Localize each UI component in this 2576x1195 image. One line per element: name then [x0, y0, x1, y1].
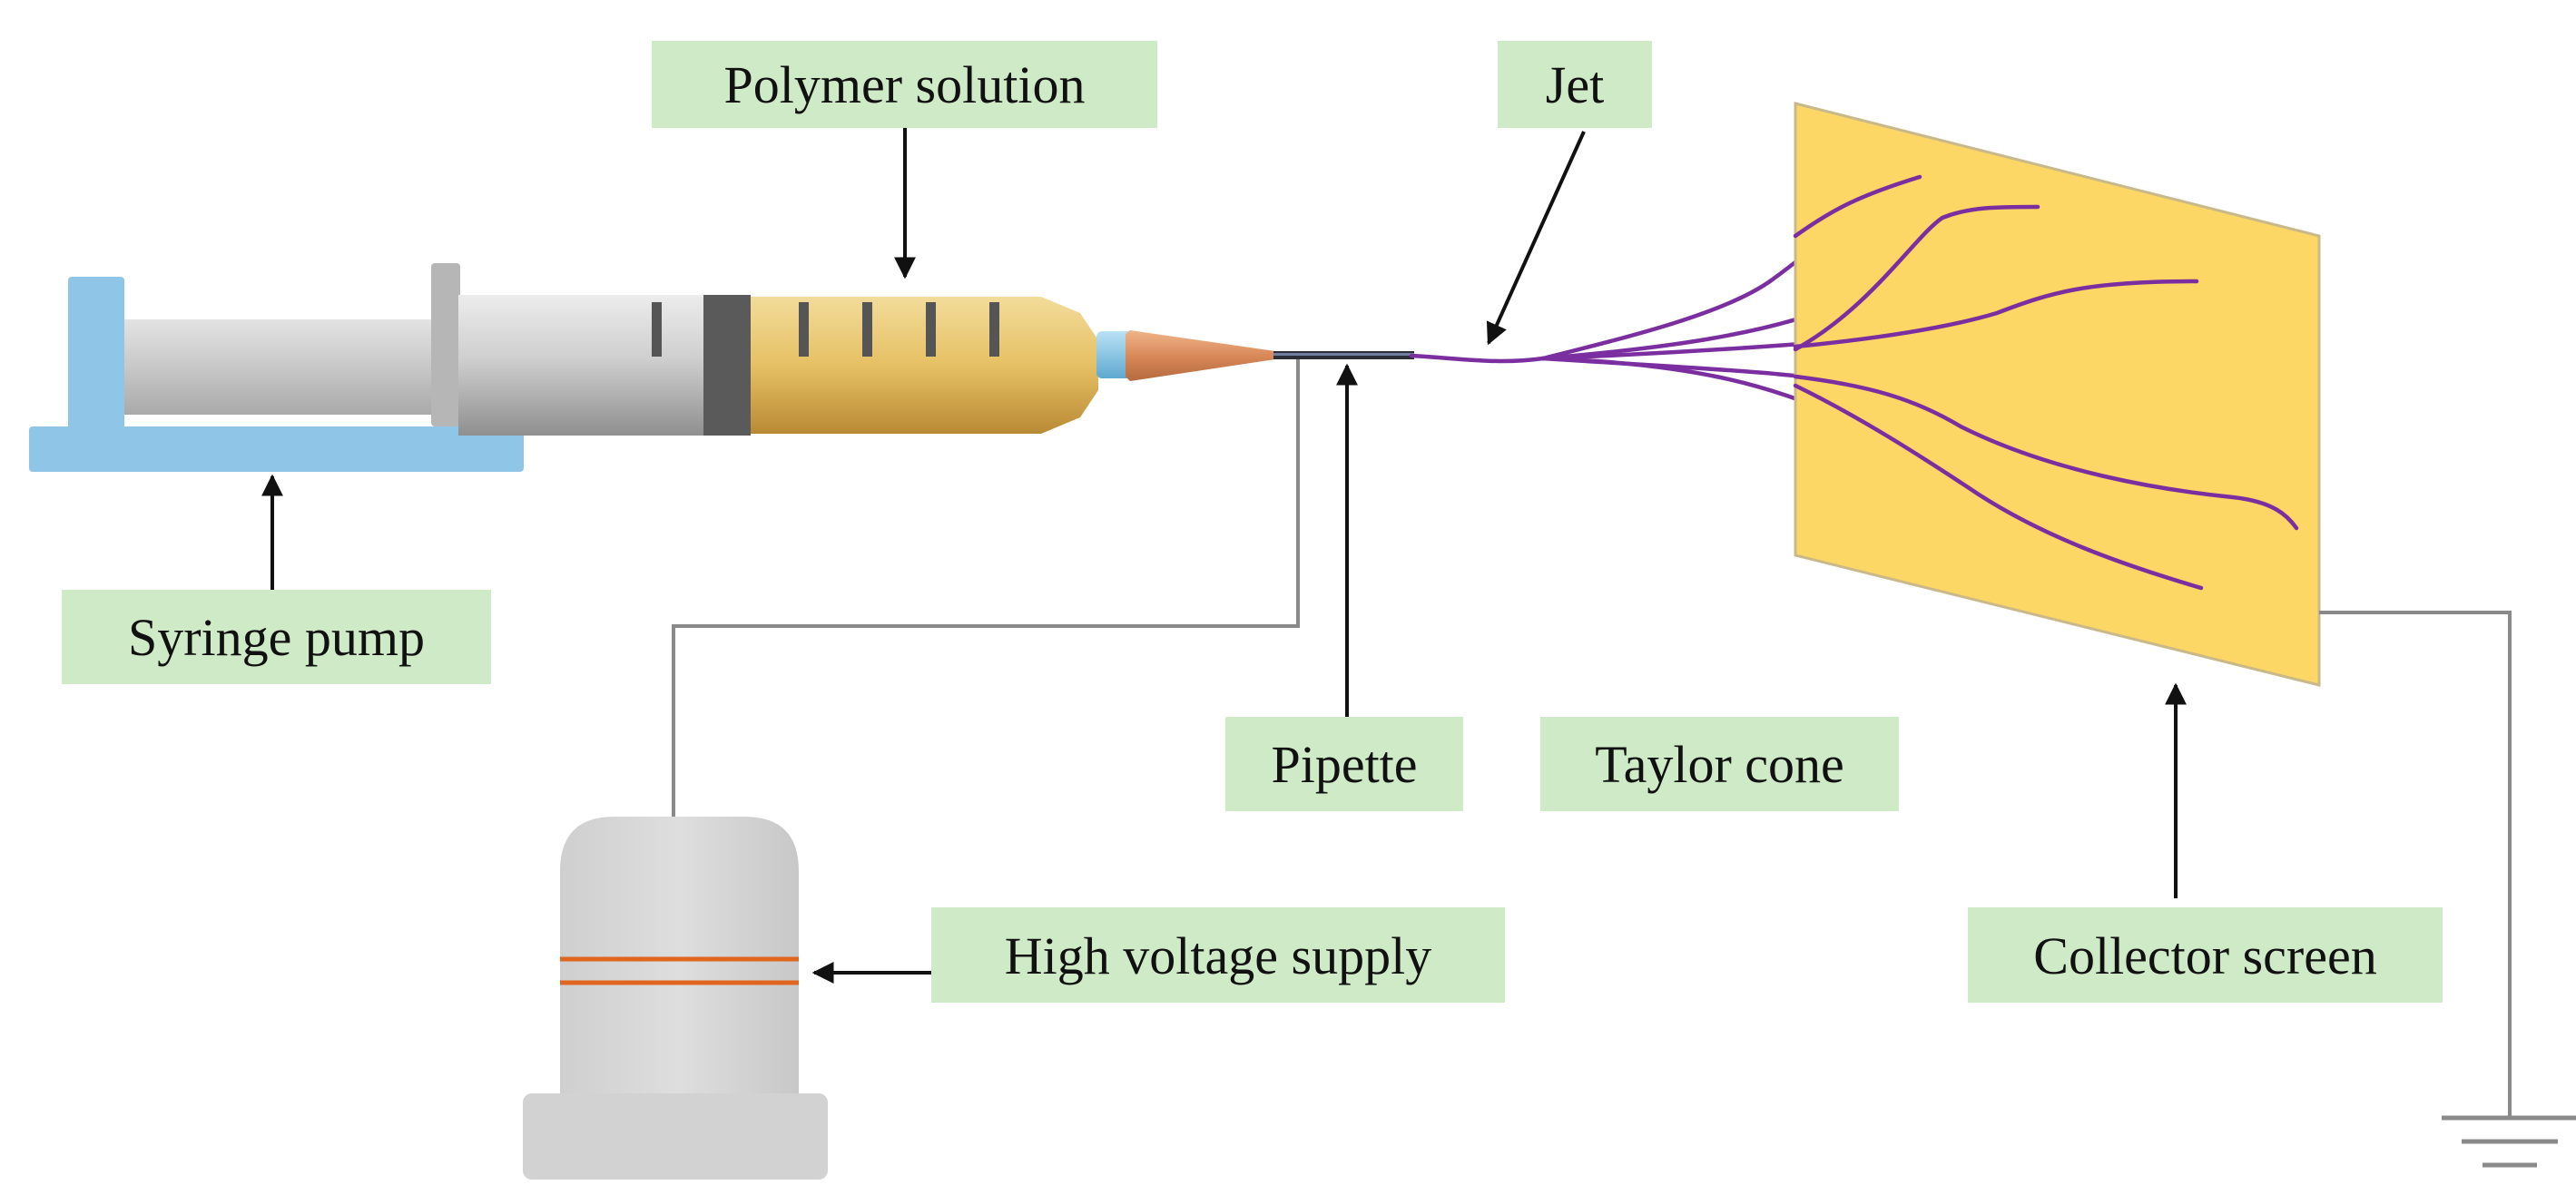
- syringe-icon: [124, 263, 1414, 436]
- syringe-barrel: [458, 295, 731, 436]
- fiber-4-on-screen: [1793, 374, 2299, 531]
- collector-screen-icon: [1794, 102, 2321, 687]
- label-collector-screen: Collector screen: [1968, 907, 2443, 1003]
- jet-arrow: [1486, 131, 1586, 346]
- high-voltage-supply-text: High voltage supply: [1005, 926, 1431, 985]
- supply-body: [560, 817, 799, 1171]
- jet-text: Jet: [1546, 55, 1604, 114]
- label-pipette: Pipette: [1225, 717, 1463, 811]
- label-taylor-cone: Taylor cone: [1540, 717, 1899, 811]
- fiber-3-on-screen: [1793, 279, 2199, 349]
- pump-left-post: [68, 277, 124, 458]
- plunger-rod: [124, 319, 469, 415]
- graduation-mark: [989, 302, 999, 357]
- jet-fiber: [1409, 353, 1546, 364]
- fiber-on-screen: [1793, 174, 2299, 591]
- pipette-needle-highlight: [1273, 353, 1414, 356]
- needle-hub: [1096, 331, 1133, 378]
- fiber-1-on-screen: [1793, 174, 1922, 239]
- label-high-voltage-supply: High voltage supply: [931, 907, 1505, 1003]
- fiber-5-on-screen: [1793, 383, 2204, 591]
- pump-base: [29, 426, 524, 472]
- graduation-mark: [799, 302, 809, 357]
- graduation-mark: [926, 302, 936, 357]
- graduation-mark: [652, 302, 662, 357]
- taylor-cone-icon: [1126, 330, 1275, 381]
- syringe-pump-text: Syringe pump: [128, 608, 425, 667]
- ground-icon: [2442, 1115, 2576, 1168]
- supply-wire: [672, 359, 1300, 817]
- pipette-text: Pipette: [1271, 735, 1417, 794]
- graduation-mark: [862, 302, 872, 357]
- syringe-flange: [431, 263, 460, 426]
- collector-screen-text: Collector screen: [2033, 926, 2376, 985]
- high-voltage-supply-icon: [523, 817, 828, 1180]
- ground-wire: [2319, 611, 2512, 1116]
- label-syringe-pump: Syringe pump: [62, 590, 491, 684]
- fiber-2-on-screen: [1793, 204, 2040, 352]
- syringe-taper: [1041, 297, 1098, 434]
- label-polymer-solution: Polymer solution: [652, 41, 1157, 128]
- plunger-stopper: [703, 295, 751, 436]
- taylor-cone-text: Taylor cone: [1595, 735, 1844, 794]
- supply-base: [523, 1093, 828, 1180]
- label-jet: Jet: [1498, 41, 1652, 128]
- polymer-solution-text: Polymer solution: [724, 55, 1086, 114]
